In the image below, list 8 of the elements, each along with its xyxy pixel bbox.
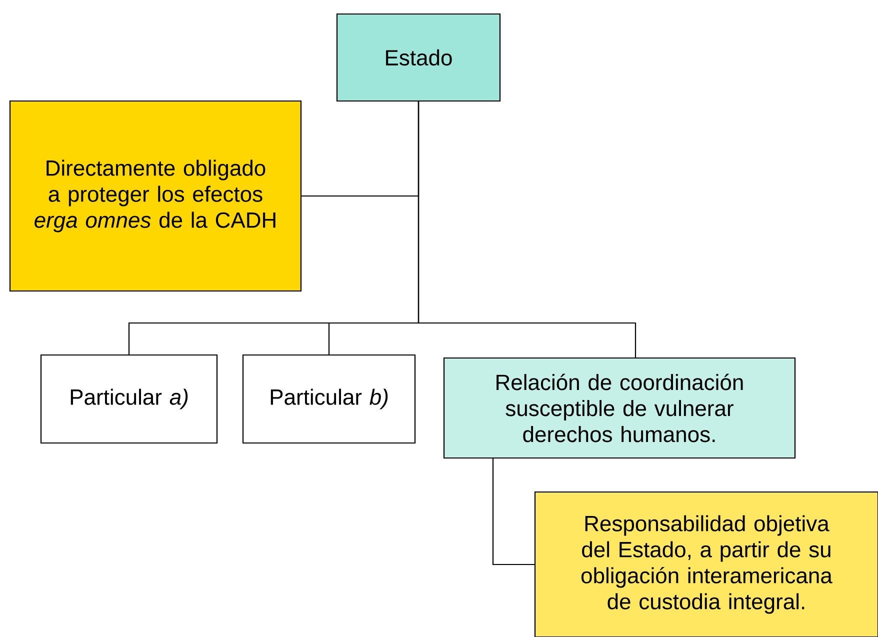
text-box: Estado [336,13,501,102]
connector-line [492,458,534,566]
text-box: Responsabilidad objetiva del Estado, a partir de su obligación interamericana de custodia integral. [534,491,878,637]
text-box: Directamente obligado a proteger los efectos erga omnes de la CADH [9,100,302,292]
text-box: Particular a) [40,354,218,444]
text-box: Particular b) [242,354,416,444]
connector-line [418,102,636,358]
text-box: Relación de coordinación susceptible de vulnerar derechos humanos. [443,357,796,459]
